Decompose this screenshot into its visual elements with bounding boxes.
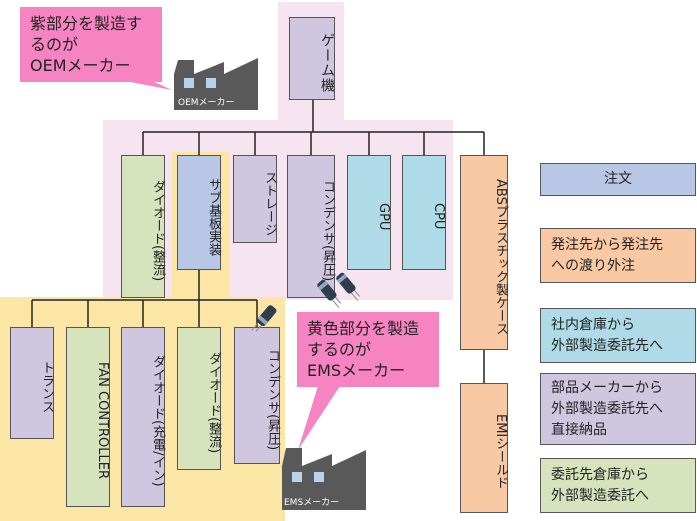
- part-cpu: CPU: [402, 155, 446, 270]
- subpart-diode-rectifier: ダイオード(整流): [177, 327, 221, 470]
- subpart-transformer: トランス: [10, 327, 54, 439]
- subpart-capacitor-boost: コンデンサ(昇圧): [234, 327, 280, 464]
- part-emi-shield: EMIシールド: [460, 383, 508, 513]
- subpart-diode-charge: ダイオード(充電/イン): [121, 327, 165, 507]
- ems-factory: EMSメーカー: [280, 440, 368, 512]
- part-abs-case: ABSプラスチック製ケース: [460, 155, 508, 350]
- legend-contractor-warehouse: 委託先倉庫から外部製造委託へ: [540, 458, 696, 513]
- capacitor-icon: [251, 305, 277, 332]
- legend-subcontract-relay: 発注先から発注先への渡り外注: [540, 228, 696, 283]
- root-label: ゲーム機: [319, 32, 335, 93]
- part-capacitor-boost: コンデンサ(昇圧): [287, 155, 335, 298]
- ems-callout: 黄色部分を製造 するのが EMSメーカー: [297, 312, 439, 387]
- factory-icon: [174, 58, 258, 110]
- capacitor-icon: [336, 272, 361, 301]
- subpart-fan-controller: FAN CONTROLLER: [66, 327, 110, 507]
- legend-order: 注文: [540, 163, 696, 196]
- oem-factory: OEMメーカー: [172, 40, 260, 112]
- ems-factory-label: EMSメーカー: [284, 498, 340, 508]
- part-gpu: GPU: [347, 155, 391, 270]
- part-storage: ストレージ: [233, 155, 277, 243]
- part-diode-rectifier: ダイオード(整流): [121, 155, 165, 298]
- factory-icon: [282, 448, 366, 510]
- oem-factory-label: OEMメーカー: [178, 98, 235, 108]
- legend-internal-warehouse: 社内倉庫から外部製造委託先へ: [540, 308, 696, 363]
- part-sub-board-mount: サブ基板実装: [177, 155, 221, 270]
- capacitor-icon: [317, 279, 342, 308]
- root-game-console: ゲーム機: [289, 17, 335, 100]
- legend-direct-delivery: 部品メーカーから外部製造委託先へ直接納品: [540, 373, 696, 445]
- oem-callout: 紫部分を製造す るのが OEMメーカー: [20, 7, 162, 82]
